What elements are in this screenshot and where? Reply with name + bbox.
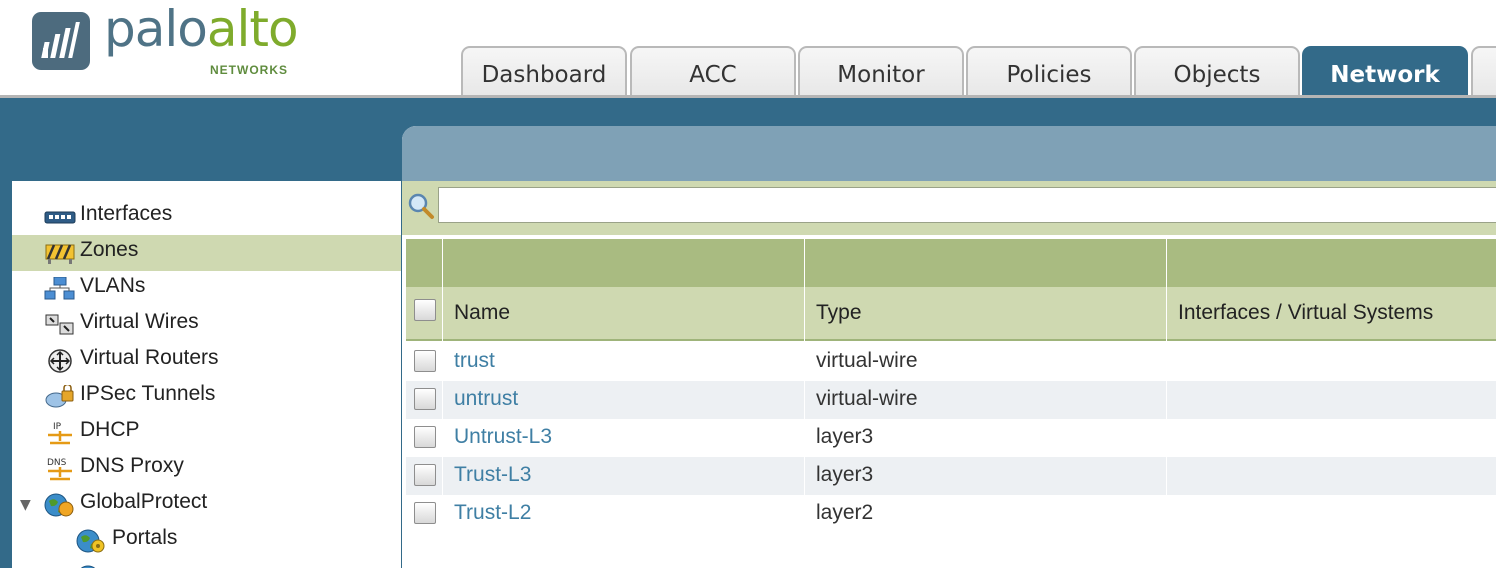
- row-checkbox[interactable]: [414, 502, 436, 524]
- tab-objects[interactable]: Objects: [1134, 46, 1300, 98]
- table-row[interactable]: untrust virtual-wire: [406, 381, 1496, 419]
- zone-name-link[interactable]: Trust-L3: [454, 463, 532, 486]
- zone-name-link[interactable]: trust: [454, 349, 495, 372]
- column-divider: [442, 239, 443, 533]
- sidebar-item-label: GlobalProtect: [80, 490, 208, 513]
- row-checkbox[interactable]: [414, 464, 436, 486]
- globalprotect-icon: [44, 493, 76, 517]
- search-icon[interactable]: [406, 191, 436, 221]
- vlans-icon: [44, 276, 76, 301]
- zone-name-link[interactable]: untrust: [454, 387, 519, 410]
- table-row[interactable]: Trust-L3 layer3: [406, 457, 1496, 495]
- zone-type: layer3: [816, 463, 874, 486]
- zone-type: layer2: [816, 501, 874, 524]
- interfaces-icon: [44, 205, 76, 229]
- zone-type: virtual-wire: [816, 387, 918, 410]
- sidebar-item-label: DHCP: [80, 418, 140, 441]
- sidebar-item-label: Zones: [80, 238, 139, 261]
- sidebar-item-label: Portals: [112, 526, 178, 549]
- app-header: paloalto NETWORKS Dashboard ACC Monitor …: [0, 0, 1496, 98]
- sidebar-item-gateways[interactable]: [12, 559, 401, 568]
- paloalto-logo: paloalto NETWORKS: [32, 0, 322, 82]
- zone-type: layer3: [816, 425, 874, 448]
- table-row[interactable]: Trust-L2 layer2: [406, 495, 1496, 533]
- logo-mark-icon: [32, 12, 90, 70]
- select-all-checkbox[interactable]: [414, 299, 436, 321]
- tab-acc[interactable]: ACC: [630, 46, 796, 98]
- virtual-wires-icon: [44, 313, 76, 337]
- zones-panel: Name Type Interfaces / Virtual Systems t…: [402, 126, 1496, 568]
- sidebar-item-virtual-wires[interactable]: Virtual Wires: [12, 307, 401, 343]
- sidebar-item-label: Interfaces: [80, 202, 173, 225]
- zones-icon: [44, 241, 76, 265]
- column-header-type[interactable]: Type: [816, 301, 862, 324]
- svg-text:IP: IP: [53, 422, 62, 432]
- column-divider[interactable]: [804, 239, 805, 533]
- sidebar-item-label: IPSec Tunnels: [80, 382, 216, 405]
- virtual-routers-icon: [44, 349, 76, 373]
- network-sidebar: Interfaces Zones VLANs Virtual Wires Vir…: [12, 181, 401, 568]
- chevron-down-icon[interactable]: ▼: [20, 497, 31, 513]
- filter-input[interactable]: [438, 187, 1496, 223]
- sidebar-item-ipsec-tunnels[interactable]: IPSec Tunnels: [12, 379, 401, 415]
- sidebar-item-label: Virtual Wires: [80, 310, 199, 333]
- table-group-header: [406, 239, 1496, 287]
- portals-icon: [76, 529, 108, 553]
- sidebar-item-label: DNS Proxy: [80, 454, 184, 477]
- sidebar-item-dns-proxy[interactable]: DNS DNS Proxy: [12, 451, 401, 487]
- tab-policies[interactable]: Policies: [966, 46, 1132, 98]
- tab-device-partial[interactable]: [1471, 46, 1496, 98]
- zone-name-link[interactable]: Untrust-L3: [454, 425, 553, 448]
- logo-text-alto: alto: [206, 0, 299, 58]
- row-checkbox[interactable]: [414, 426, 436, 448]
- tab-dashboard[interactable]: Dashboard: [461, 46, 627, 98]
- tab-network[interactable]: Network: [1302, 46, 1468, 98]
- ipsec-tunnels-icon: [44, 383, 76, 409]
- sidebar-item-globalprotect[interactable]: ▼ GlobalProtect: [12, 487, 401, 523]
- panel-header: [402, 126, 1496, 181]
- svg-text:DNS: DNS: [47, 458, 67, 468]
- dhcp-icon: IP: [44, 421, 76, 445]
- column-header-name[interactable]: Name: [454, 301, 511, 324]
- filter-bar: [402, 181, 1496, 235]
- sidebar-item-zones[interactable]: Zones: [12, 235, 401, 271]
- column-header-interfaces[interactable]: Interfaces / Virtual Systems: [1178, 301, 1434, 324]
- sidebar-item-virtual-routers[interactable]: Virtual Routers: [12, 343, 401, 379]
- table-row[interactable]: trust virtual-wire: [406, 343, 1496, 381]
- row-checkbox[interactable]: [414, 350, 436, 372]
- dns-proxy-icon: DNS: [44, 457, 76, 481]
- sidebar-item-label: Virtual Routers: [80, 346, 219, 369]
- sidebar-item-vlans[interactable]: VLANs: [12, 271, 401, 307]
- table-row[interactable]: Untrust-L3 layer3: [406, 419, 1496, 457]
- zone-name-link[interactable]: Trust-L2: [454, 501, 532, 524]
- tab-monitor[interactable]: Monitor: [798, 46, 964, 98]
- header-divider: [0, 95, 1496, 98]
- sidebar-item-dhcp[interactable]: IP DHCP: [12, 415, 401, 451]
- logo-wordmark: paloalto: [104, 0, 299, 58]
- sidebar-item-portals[interactable]: Portals: [12, 523, 401, 559]
- column-divider[interactable]: [1166, 239, 1167, 533]
- logo-text-palo: palo: [104, 0, 208, 58]
- row-checkbox[interactable]: [414, 388, 436, 410]
- table-header: Name Type Interfaces / Virtual Systems: [406, 287, 1496, 341]
- sidebar-item-label: VLANs: [80, 274, 146, 297]
- zone-type: virtual-wire: [816, 349, 918, 372]
- logo-subtitle: NETWORKS: [210, 63, 288, 77]
- sidebar-item-interfaces[interactable]: Interfaces: [12, 199, 401, 235]
